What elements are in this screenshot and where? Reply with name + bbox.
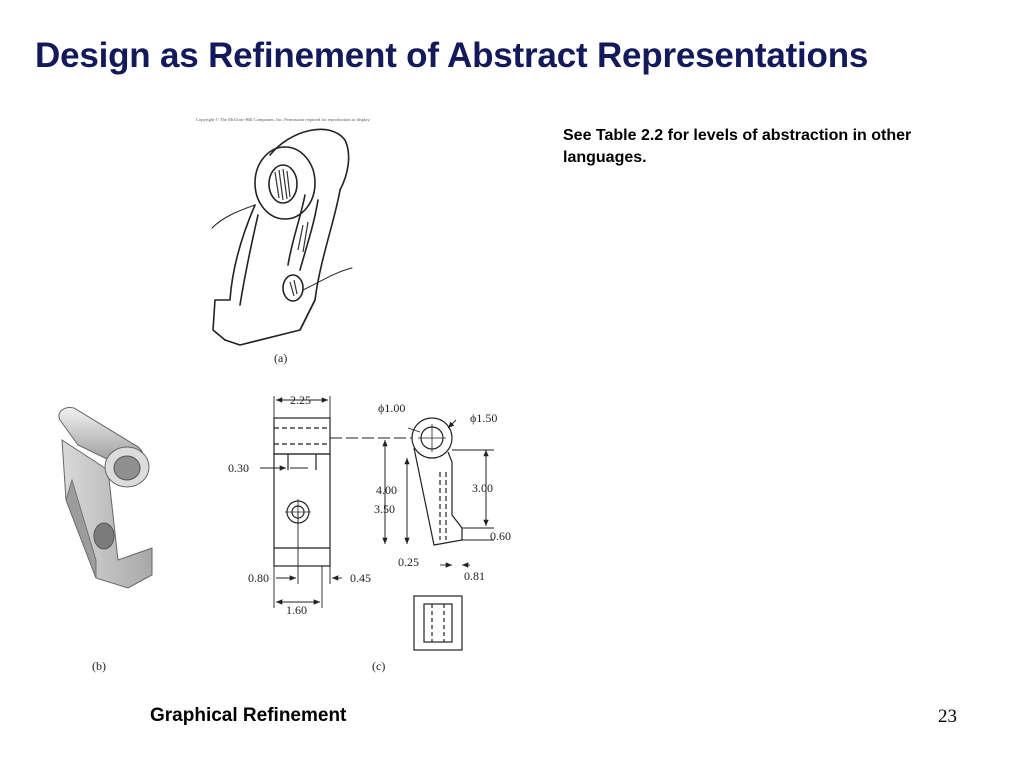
page-number: 23 xyxy=(938,706,957,727)
reference-note: See Table 2.2 for levels of abstraction … xyxy=(563,127,912,166)
dim-side-height: 3.00 xyxy=(472,481,493,495)
panel-a-sketch: Copyright © The McGraw-Hill Companies, I… xyxy=(196,117,371,365)
dim-bottom-total: 1.60 xyxy=(286,603,307,617)
dim-side-foot: 0.60 xyxy=(490,529,511,543)
panel-c-drawing: 2.25 0.30 ϕ1.00 ϕ1.50 4.00 3.50 3.00 0.6… xyxy=(228,393,511,673)
panel-c-label: (c) xyxy=(372,659,385,673)
dim-hole-inner: ϕ1.00 xyxy=(378,401,405,415)
dim-slot: 0.30 xyxy=(228,461,249,475)
slide-title: Design as Refinement of Abstract Represe… xyxy=(35,36,869,75)
panel-a-label: (a) xyxy=(274,351,287,365)
dim-bottom-right: 0.45 xyxy=(350,571,371,585)
dim-side-offset: 0.25 xyxy=(398,555,419,569)
dim-height-total: 4.00 xyxy=(376,483,397,497)
dim-bottom-left: 0.80 xyxy=(248,571,269,585)
panel-b-label: (b) xyxy=(92,659,106,673)
dim-hole-outer: ϕ1.50 xyxy=(470,411,497,425)
dim-side-width: 0.81 xyxy=(464,569,485,583)
figure-caption: Graphical Refinement xyxy=(150,705,347,726)
panel-b-render: (b) xyxy=(58,407,153,673)
dim-width-top: 2.25 xyxy=(290,393,311,407)
dim-height-hole: 3.50 xyxy=(374,502,395,516)
copyright-notice: Copyright © The McGraw-Hill Companies, I… xyxy=(196,117,371,123)
